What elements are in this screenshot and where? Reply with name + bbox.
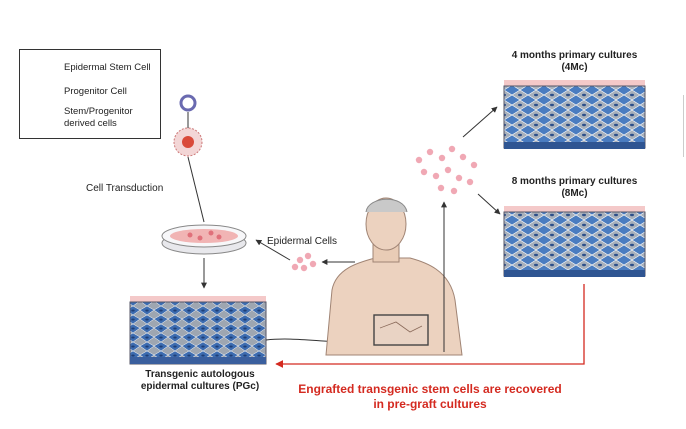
edge-divider <box>683 95 684 157</box>
patient-figure <box>325 197 463 356</box>
viral-vector-icon <box>179 94 197 112</box>
legend-item-progenitor: Progenitor Cell <box>20 82 160 102</box>
legend-label-line2: derived cells <box>64 118 117 129</box>
cells-to-dish-arrow <box>255 239 291 261</box>
pgc-label-line2: epidermal cultures (PGc) <box>140 381 260 392</box>
cell-transduction-label: Cell Transduction <box>86 183 164 194</box>
legend-box: Epidermal Stem Cell Progenitor Cell Stem… <box>19 49 161 139</box>
pgc-tissue-block <box>129 296 267 365</box>
4mc-tissue-block <box>503 80 646 149</box>
8mc-label-line1: 8 months primary cultures <box>511 176 638 187</box>
pgc-label-line1: Transgenic autologous <box>145 369 255 380</box>
legend-label: Progenitor Cell <box>64 86 127 97</box>
epidermal-cells-cluster <box>291 252 317 272</box>
recovered-label-line1: Engrafted transgenic stem cells are reco… <box>298 382 562 396</box>
recovered-cells-cluster <box>415 145 478 195</box>
legend-label: Epidermal Stem Cell <box>64 62 151 73</box>
8mc-tissue-block <box>503 206 646 277</box>
transduction-line <box>187 156 205 223</box>
legend-item-derived: Stem/Progenitor derived cells <box>20 106 160 136</box>
recovered-label-line2: in pre-graft cultures <box>373 397 487 411</box>
8mc-label-line2: (8Mc) <box>561 188 588 199</box>
legend-label-line1: Stem/Progenitor <box>64 106 133 117</box>
petri-dish-icon <box>161 224 247 255</box>
4mc-label-line1: 4 months primary cultures <box>511 50 638 61</box>
epidermal-cells-label: Epidermal Cells <box>267 236 338 247</box>
to-4mc-arrow <box>462 106 498 138</box>
recovery-arrow <box>275 284 585 368</box>
4mc-label-line2: (4Mc) <box>561 62 588 73</box>
to-8mc-arrow <box>477 193 501 215</box>
legend-item-stem-cell: Epidermal Stem Cell <box>20 58 160 78</box>
transduced-cell-icon <box>173 127 203 157</box>
